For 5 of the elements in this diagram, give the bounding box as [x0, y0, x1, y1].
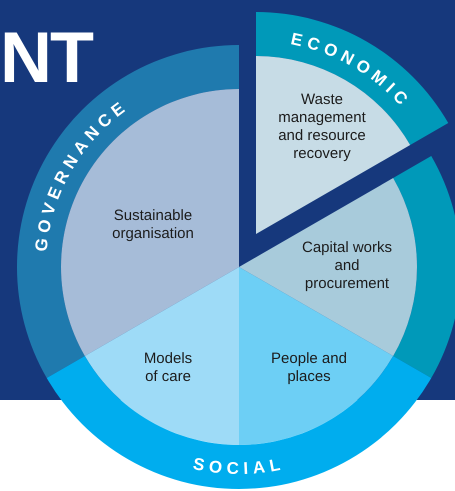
ring-label: SOCIAL — [192, 454, 286, 478]
slice-label: Capital works and procurement — [300, 239, 394, 293]
title: NT — [0, 22, 92, 94]
slice-label: People and places — [270, 350, 348, 386]
slice-label: Models of care — [142, 350, 194, 386]
